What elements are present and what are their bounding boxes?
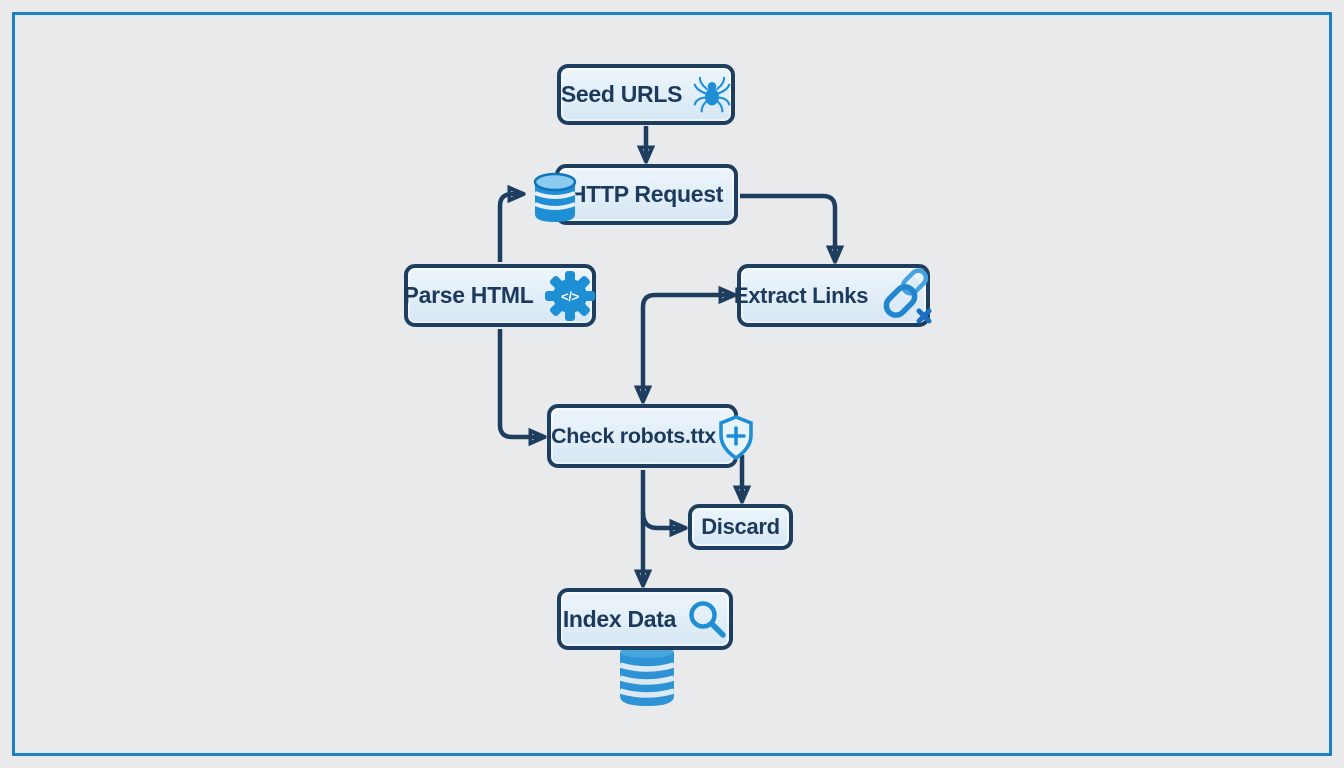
node-seed-urls: Seed URLS — [557, 64, 735, 125]
edge-junction-extractlinks-checkrobots — [643, 295, 730, 397]
node-discard-label: Discard — [701, 514, 780, 539]
node-check-robots: Check robots.ttx — [547, 404, 753, 468]
node-http-request: HTTP Request — [533, 164, 738, 225]
broken-chain-icon — [879, 267, 933, 324]
node-index-data: Index Data — [557, 588, 733, 650]
node-index-data-label: Index Data — [562, 605, 677, 632]
node-http-request-label: HTTP Request — [569, 181, 724, 207]
database-icon — [531, 172, 579, 226]
node-discard: Discard — [688, 504, 793, 550]
edge-httprequest-to-extractlinks — [740, 193, 835, 257]
spider-icon — [693, 76, 731, 114]
node-extract-links-label: Extract Links — [733, 282, 869, 308]
edge-branch-to-discard — [640, 511, 681, 528]
search-icon — [687, 599, 727, 639]
node-parse-html: Parse HTML </> — [404, 264, 596, 327]
node-seed-urls-label: Seed URLS — [560, 81, 683, 107]
edge-parsehtml-to-checkrobots — [497, 329, 540, 437]
database-cylinder-icon — [616, 646, 678, 713]
node-parse-html-label: Parse HTML — [403, 282, 534, 308]
gear-code-icon: </> — [544, 270, 596, 322]
node-extract-links: Extract Links — [733, 264, 933, 327]
code-glyph: </> — [562, 289, 581, 304]
node-check-robots-label: Check robots.ttx — [551, 423, 716, 448]
edge-parsehtml-to-httprequest — [497, 194, 519, 262]
shield-plus-icon — [714, 414, 758, 462]
